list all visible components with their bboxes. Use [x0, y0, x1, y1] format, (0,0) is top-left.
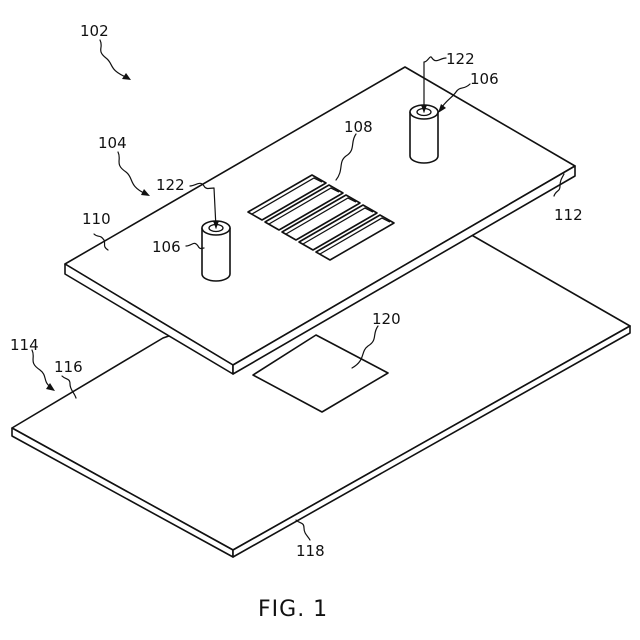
- label-106-right: 106: [470, 70, 499, 88]
- leader-114: [32, 350, 52, 388]
- left-post-body: [202, 228, 230, 281]
- post-106-left: [202, 221, 230, 281]
- label-102: 102: [80, 22, 109, 40]
- label-120: 120: [372, 310, 401, 328]
- leader-118: [296, 520, 310, 540]
- label-110: 110: [82, 210, 111, 228]
- arrow-104: [141, 189, 150, 196]
- label-114: 114: [10, 336, 39, 354]
- leader-104: [118, 152, 146, 194]
- label-112: 112: [554, 206, 583, 224]
- label-122-left: 122: [156, 176, 185, 194]
- leader-102: [100, 40, 128, 78]
- label-108: 108: [344, 118, 373, 136]
- post-106-right: [410, 105, 438, 163]
- label-104: 104: [98, 134, 127, 152]
- label-118: 118: [296, 542, 325, 560]
- figure-caption: FIG. 1: [258, 597, 328, 622]
- label-106-left: 106: [152, 238, 181, 256]
- label-122-right: 122: [446, 50, 475, 68]
- label-116: 116: [54, 358, 83, 376]
